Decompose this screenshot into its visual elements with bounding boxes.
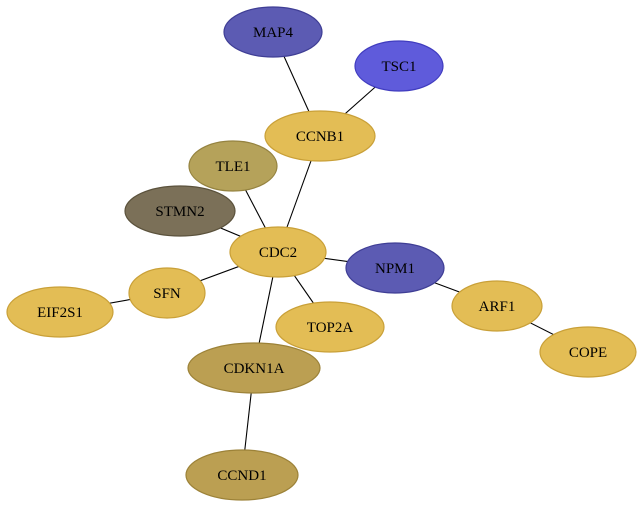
node-label-cdc2: CDC2 (259, 245, 297, 261)
node-shape-map4 (223, 6, 323, 58)
node-cdc2[interactable]: CDC2 (229, 226, 327, 278)
node-shape-stmn2 (124, 185, 236, 237)
node-label-stmn2: STMN2 (155, 204, 204, 220)
node-arf1[interactable]: ARF1 (451, 280, 543, 332)
node-shape-sfn (128, 267, 206, 319)
node-shape-cdkn1a (187, 342, 321, 394)
node-top2a[interactable]: TOP2A (275, 301, 385, 353)
node-npm1[interactable]: NPM1 (345, 242, 445, 294)
node-map4[interactable]: MAP4 (223, 6, 323, 58)
node-shape-cope (539, 326, 637, 378)
node-shape-tsc1 (354, 40, 444, 92)
node-shape-tle1 (188, 140, 278, 192)
node-label-cope: COPE (569, 345, 607, 361)
node-tle1[interactable]: TLE1 (188, 140, 278, 192)
node-label-eif2s1: EIF2S1 (37, 305, 83, 321)
node-label-npm1: NPM1 (375, 261, 415, 277)
node-label-ccnd1: CCND1 (217, 468, 266, 484)
node-stmn2[interactable]: STMN2 (124, 185, 236, 237)
node-cope[interactable]: COPE (539, 326, 637, 378)
node-ccnb1[interactable]: CCNB1 (264, 110, 376, 162)
node-shape-ccnb1 (264, 110, 376, 162)
node-sfn[interactable]: SFN (128, 267, 206, 319)
node-eif2s1[interactable]: EIF2S1 (6, 286, 114, 338)
node-label-tle1: TLE1 (216, 159, 251, 175)
node-shape-arf1 (451, 280, 543, 332)
node-label-tsc1: TSC1 (381, 59, 416, 75)
node-ccnd1[interactable]: CCND1 (185, 449, 299, 501)
node-label-arf1: ARF1 (479, 299, 516, 315)
node-label-top2a: TOP2A (307, 320, 354, 336)
node-shape-npm1 (345, 242, 445, 294)
node-shape-eif2s1 (6, 286, 114, 338)
node-label-map4: MAP4 (253, 25, 294, 41)
node-cdkn1a[interactable]: CDKN1A (187, 342, 321, 394)
node-label-ccnb1: CCNB1 (296, 129, 344, 145)
node-label-sfn: SFN (153, 286, 181, 302)
node-shape-cdc2 (229, 226, 327, 278)
node-shape-ccnd1 (185, 449, 299, 501)
node-shape-top2a (275, 301, 385, 353)
node-label-cdkn1a: CDKN1A (224, 361, 285, 377)
node-tsc1[interactable]: TSC1 (354, 40, 444, 92)
